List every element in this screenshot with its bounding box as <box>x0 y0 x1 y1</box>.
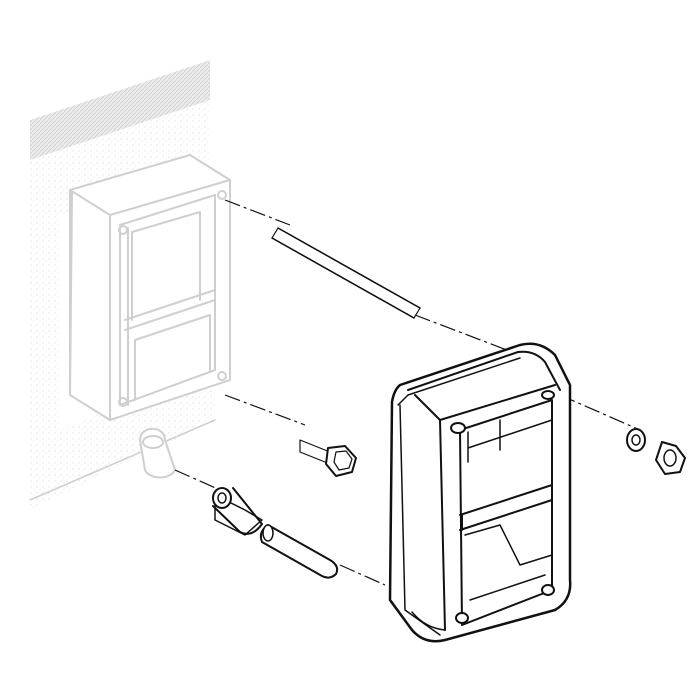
centerline-top-left <box>224 199 291 226</box>
hex-nut <box>655 441 686 475</box>
mounted-frame <box>69 154 231 479</box>
centerline-pin <box>339 564 386 586</box>
centerline-bolt-left <box>224 394 306 426</box>
pin <box>259 524 339 579</box>
spacer-sleeve <box>212 487 263 536</box>
wall-top-edge <box>30 60 210 160</box>
centerline-top-mid <box>414 314 521 356</box>
alignment-lines <box>174 199 641 586</box>
centerline-sleeve <box>174 469 221 491</box>
flat-washer <box>626 428 646 452</box>
centerline-top-right <box>559 394 641 431</box>
hex-bolt <box>299 439 357 477</box>
wall-lower-edge <box>29 419 216 501</box>
frame-bracket <box>388 342 572 643</box>
threaded-rod <box>271 227 421 319</box>
